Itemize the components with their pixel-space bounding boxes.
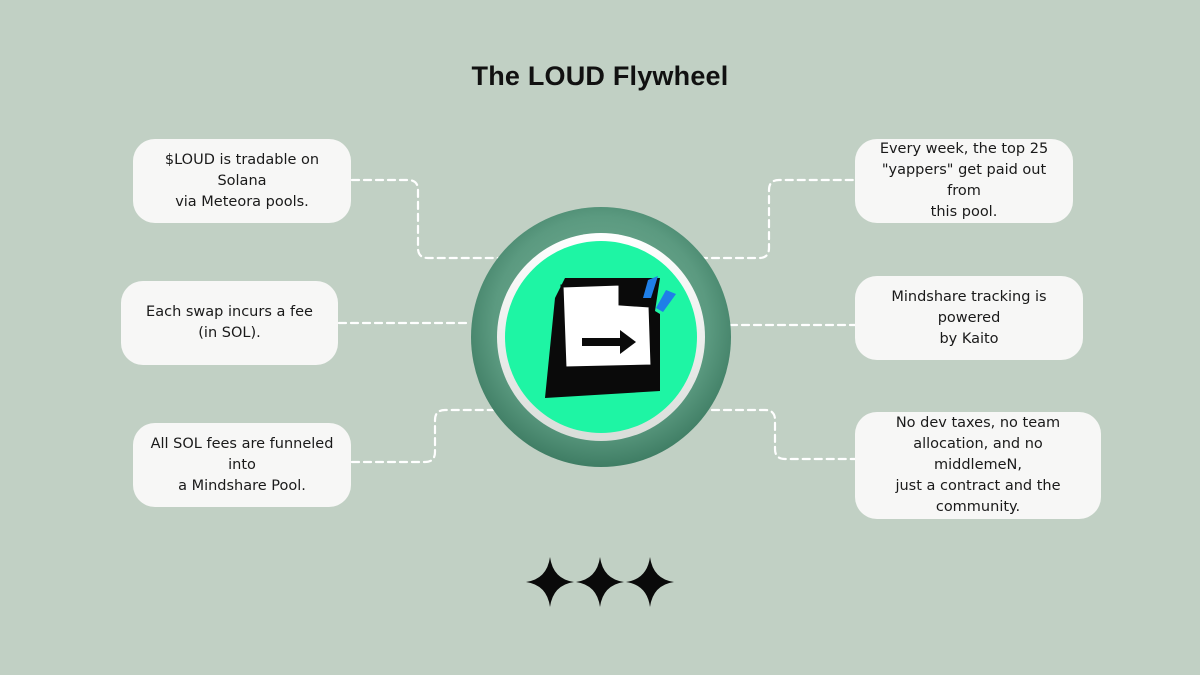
card-line: "yappers" get paid out from (881, 162, 1047, 199)
logo-accent-marks (643, 276, 676, 312)
card-line: Each swap incurs a fee (146, 304, 313, 320)
logo-mark (545, 278, 660, 398)
card-line: No dev taxes, no team (895, 415, 1061, 431)
loud-logo-icon (471, 207, 731, 467)
sparkle-star (576, 557, 624, 607)
card-line: (in SOL). (198, 325, 261, 341)
step-card-kaito-tracking: Mindshare tracking is powered by Kaito (855, 276, 1083, 360)
card-line: this pool. (930, 204, 998, 220)
step-card-mindshare-pool: All SOL fees are funneled into a Mindsha… (133, 423, 351, 507)
step-card-weekly-payout: Every week, the top 25 "yappers" get pai… (855, 139, 1073, 223)
step-card-no-taxes: No dev taxes, no team allocation, and no… (855, 412, 1101, 519)
card-line: a Mindshare Pool. (178, 477, 306, 494)
card-line: $LOUD is tradable on Solana (164, 151, 320, 189)
card-line: All SOL fees are funneled into (150, 435, 334, 473)
step-card-swap-fee: Each swap incurs a fee (in SOL). (121, 281, 338, 365)
card-line: allocation, and no middlemeN, (913, 436, 1043, 473)
sparkle-star (526, 557, 574, 607)
card-line: just a contract and the (895, 478, 1061, 494)
card-line: Mindshare tracking is powered (891, 288, 1047, 326)
card-line: Every week, the top 25 (879, 141, 1049, 157)
diagram-title: The LOUD Flywheel (471, 61, 729, 91)
card-line: by Kaito (939, 330, 999, 347)
card-line: via Meteora pools. (175, 193, 309, 210)
card-line: community. (935, 499, 1021, 515)
sparkle-star (626, 557, 674, 607)
step-card-tradable: $LOUD is tradable on Solana via Meteora … (133, 139, 351, 223)
sparkle-stars-icon (526, 557, 674, 607)
